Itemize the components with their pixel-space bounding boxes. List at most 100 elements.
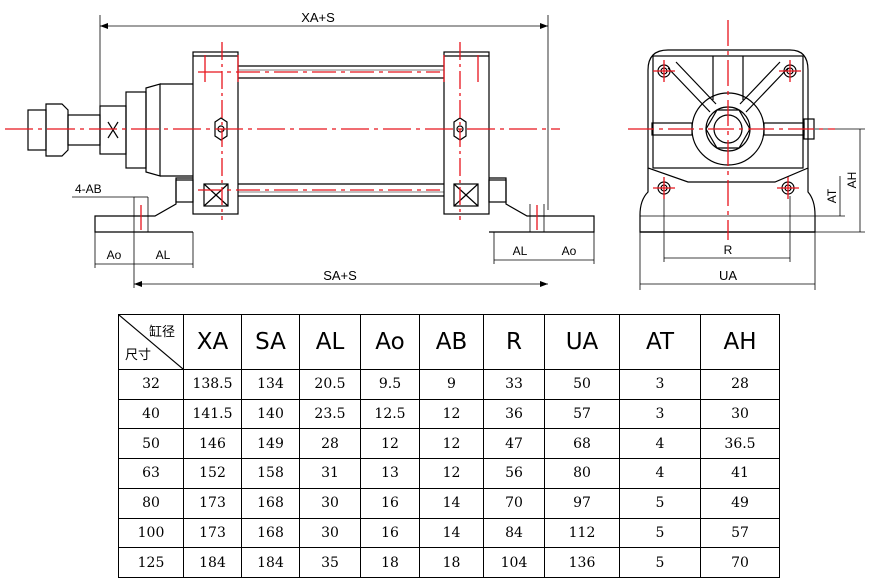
table-cell: 12 [419,428,484,460]
corner-cell: 缸径 尺寸 [118,314,184,370]
end-cover-outline [647,49,809,183]
bore-cell: 32 [118,369,184,400]
table-cell: 84 [483,517,545,549]
table-cell: 134 [241,369,300,400]
table-cell: 57 [544,398,620,430]
table-cell: 68 [544,428,620,460]
table-cell: 3 [619,369,701,400]
dimension-table: 缸径 尺寸 XA SA AL Ao AB R UA AT AH 32 138.5… [118,314,780,578]
table-row: 40 141.5 140 23.5 12.5 12 36 57 3 30 [118,398,780,430]
table-cell: 152 [183,458,242,489]
label-al-right: AL [513,244,528,258]
table-cell: 28 [299,428,361,460]
table-row: 63 152 158 31 13 12 56 80 4 41 [118,458,780,489]
table-cell: 30 [299,517,361,549]
label-ua: UA [719,268,737,283]
label-ao-right: Ao [562,244,577,258]
table-cell: 97 [544,487,620,519]
table-cell: 70 [483,487,545,519]
table-cell: 31 [299,458,361,489]
table-cell: 184 [183,547,242,578]
header-ah: AH [700,314,780,370]
header-al: AL [299,314,361,370]
end-view [628,20,865,290]
table-cell: 104 [483,547,545,578]
table-cell: 12 [419,458,484,489]
table-cell: 47 [483,428,545,460]
table-cell: 56 [483,458,545,489]
table-cell: 184 [241,547,300,578]
table-cell: 57 [700,517,780,549]
front-cover [192,51,239,215]
table-cell: 23.5 [299,398,361,430]
table-cell: 5 [619,517,701,549]
table-cell: 138.5 [183,369,242,400]
table-cell: 36.5 [700,428,780,460]
rod-end-hex [45,103,69,157]
table-cell: 173 [183,487,242,519]
table-cell: 80 [544,458,620,489]
label-ao-left: Ao [107,248,122,262]
label-4-ab: 4-AB [75,182,102,196]
table-cell: 5 [619,487,701,519]
front-port [214,117,228,141]
table-cell: 9.5 [360,369,420,400]
table-row: 125 184 184 35 18 18 104 136 5 70 [118,547,780,578]
table-cell: 5 [619,547,701,578]
table-cell: 16 [360,517,420,549]
table-cell: 30 [700,398,780,430]
table-cell: 158 [241,458,300,489]
table-cell: 13 [360,458,420,489]
header-ao: Ao [360,314,420,370]
header-at: AT [619,314,701,370]
label-r: R [724,243,733,257]
header-sa: SA [241,314,300,370]
table-cell: 36 [483,398,545,430]
table-cell: 28 [700,369,780,400]
header-r: R [483,314,545,370]
table-cell: 33 [483,369,545,400]
table-cell: 12 [360,428,420,460]
table-cell: 35 [299,547,361,578]
cylinder-drawing: XA+S 4-AB Ao AL SA+S AL Ao R UA AT AH [5,10,865,290]
table-cell: 168 [241,517,300,549]
piston-rod-end [67,114,101,146]
bore-cell: 80 [118,487,184,519]
label-xa-s: XA+S [301,10,335,25]
table-cell: 14 [419,517,484,549]
table-cell: 149 [241,428,300,460]
table-cell: 141.5 [183,398,242,430]
table-cell: 20.5 [299,369,361,400]
bore-cell: 100 [118,517,184,549]
table-cell: 173 [183,517,242,549]
table-cell: 41 [700,458,780,489]
table-cell: 49 [700,487,780,519]
table-cell: 18 [419,547,484,578]
rod-end-nut [27,109,47,151]
table-row: 80 173 168 30 16 14 70 97 5 49 [118,487,780,519]
table-row: 50 146 149 28 12 12 47 68 4 36.5 [118,428,780,460]
label-at: AT [825,188,839,203]
table-cell: 9 [419,369,484,400]
label-al-left: AL [156,248,171,262]
label-ah: AH [845,172,859,189]
rod-hex [705,109,751,149]
table-cell: 70 [700,547,780,578]
table-cell: 12 [419,398,484,430]
table-cell: 168 [241,487,300,519]
header-ua: UA [544,314,620,370]
right-foot [489,177,595,233]
table-row: 32 138.5 134 20.5 9.5 9 33 50 3 28 [118,369,780,400]
corner-label-size: 尺寸 [125,348,152,363]
corner-label-bore: 缸径 [148,325,175,340]
table-cell: 16 [360,487,420,519]
side-view [5,15,595,288]
bore-cell: 50 [118,428,184,460]
table-cell: 146 [183,428,242,460]
table-cell: 112 [544,517,620,549]
table-cell: 140 [241,398,300,430]
table-row: 100 173 168 30 16 14 84 112 5 57 [118,517,780,549]
table-cell: 50 [544,369,620,400]
header-xa: XA [183,314,242,370]
table-cell: 3 [619,398,701,430]
